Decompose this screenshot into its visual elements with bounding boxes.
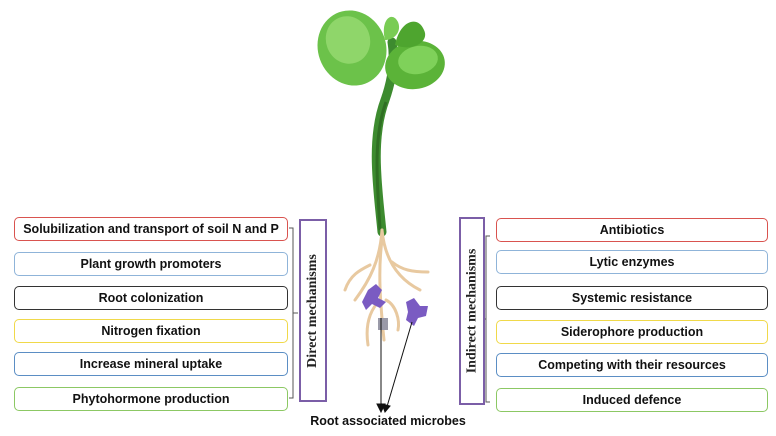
- direct-item-label: Nitrogen fixation: [101, 324, 201, 338]
- direct-item-label: Phytohormone production: [72, 392, 230, 406]
- indirect-item-label: Systemic resistance: [571, 291, 693, 305]
- pointer-arrows: [376, 318, 413, 414]
- direct-item-solubilization: Solubilization and transport of soil N a…: [14, 217, 288, 241]
- indirect-item-label: Antibiotics: [599, 223, 665, 237]
- indirect-item-induced-defence: Induced defence: [496, 388, 768, 412]
- direct-item-mineral-uptake: Increase mineral uptake: [14, 352, 288, 376]
- indirect-mechanisms-label: Indirect mechanisms: [459, 217, 485, 405]
- direct-item-label: Plant growth promoters: [80, 257, 222, 271]
- indirect-item-label: Induced defence: [582, 393, 682, 407]
- indirect-item-competing: Competing with their resources: [496, 353, 768, 377]
- direct-item-label: Solubilization and transport of soil N a…: [23, 222, 279, 236]
- indirect-item-label: Siderophore production: [560, 325, 704, 339]
- indirect-item-siderophore: Siderophore production: [496, 320, 768, 344]
- direct-mechanisms-label: Direct mechanisms: [299, 219, 327, 402]
- indirect-item-lytic-enzymes: Lytic enzymes: [496, 250, 768, 274]
- direct-item-phytohormone: Phytohormone production: [14, 387, 288, 411]
- direct-item-label: Increase mineral uptake: [79, 357, 223, 371]
- direct-item-nitrogen-fixation: Nitrogen fixation: [14, 319, 288, 343]
- brackets: [289, 227, 490, 403]
- direct-item-root-colonization: Root colonization: [14, 286, 288, 310]
- direct-item-label: Root colonization: [98, 291, 204, 305]
- indirect-item-antibiotics: Antibiotics: [496, 218, 768, 242]
- indirect-item-systemic-resistance: Systemic resistance: [496, 286, 768, 310]
- root-microbes-caption: Root associated microbes: [310, 414, 466, 428]
- direct-item-growth-promoters: Plant growth promoters: [14, 252, 288, 276]
- microbe-icon: [362, 284, 428, 330]
- indirect-item-label: Competing with their resources: [538, 358, 726, 372]
- indirect-item-label: Lytic enzymes: [589, 255, 675, 269]
- seedling-icon: [317, 10, 445, 237]
